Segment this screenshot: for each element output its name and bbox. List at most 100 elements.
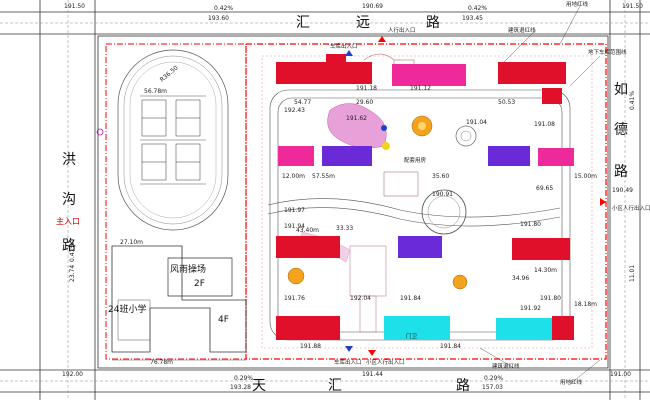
svg-text:0.41%: 0.41% [69,243,76,262]
svg-text:193.45: 193.45 [462,15,483,22]
svg-text:191.84: 191.84 [400,295,421,302]
building-purple [488,146,530,166]
building-red [276,316,340,340]
svg-text:191.94: 191.94 [284,223,305,230]
svg-text:191.08: 191.08 [534,121,555,128]
svg-text:191.84: 191.84 [440,343,461,350]
svg-text:0.42%: 0.42% [468,5,487,12]
building-red [336,62,372,84]
svg-text:15.00m: 15.00m [574,173,597,180]
site-outer-outline [97,35,609,369]
svg-text:191.12: 191.12 [410,85,431,92]
school-width-label: 27.10m [120,239,143,246]
svg-text:191.50: 191.50 [622,3,643,10]
track-length-label: 56.78m [144,88,167,95]
building-setback-line [261,55,593,349]
svg-text:191.62: 191.62 [346,115,367,122]
north-road-char-3: 路 [426,15,440,31]
west-road-char-2: 沟 [62,192,76,208]
svg-text:18.18m: 18.18m [574,301,597,308]
svg-text:190.49: 190.49 [612,187,633,194]
building-red [512,238,570,260]
entrance-labels: 人行出入口 车库出入口 建筑退红线 用地红线 地下车库范围线 小区人行出入口 车… [330,0,650,386]
svg-text:191.92: 191.92 [520,305,541,312]
building-purple [398,236,442,258]
residential-buildings [276,54,574,340]
building-red [498,62,566,84]
west-main-entrance: 主入口 [56,216,80,226]
svg-text:57.55m: 57.55m [312,173,335,180]
svg-text:191.88: 191.88 [300,343,321,350]
west-road-char-1: 洪 [62,152,76,168]
playground-floor-label: 2F [194,279,205,289]
svg-text:191.04: 191.04 [466,119,487,126]
svg-text:191.18: 191.18 [356,85,377,92]
dimensions: 54.77 29.60 50.53 57.55m 69.65 33.33 43.… [282,99,597,308]
svg-text:50.53: 50.53 [498,99,515,106]
building-red-line-bottom: 建筑退红线 [492,362,520,370]
building-cyan [496,318,552,340]
svg-text:191.00: 191.00 [610,371,631,378]
building-pink [538,148,574,166]
central-roundabout [421,189,467,235]
east-road-char-3: 路 [614,164,628,180]
svg-text:193.60: 193.60 [208,15,229,22]
underground-garage-line: 地下车库范围线 [588,48,627,56]
ped-entrance-top: 人行出入口 [388,26,416,34]
playground-label: 风雨操场 [170,263,206,275]
building-cyan [384,316,450,340]
svg-text:191.97: 191.97 [284,207,305,214]
south-road-char-1: 天 [252,378,266,394]
small-ped-entrance-east: 小区人行出入口 [612,204,650,212]
svg-text:23.74: 23.74 [69,265,76,282]
svg-text:12.00m: 12.00m [282,173,305,180]
svg-text:69.65: 69.65 [536,185,553,192]
building-red [326,54,346,62]
svg-text:43.40m: 43.40m [296,227,319,234]
svg-text:192.00: 192.00 [62,371,83,378]
building-red [276,62,336,84]
svg-text:191.44: 191.44 [362,371,383,378]
svg-text:193.28: 193.28 [230,384,251,391]
svg-text:191.50: 191.50 [64,3,85,10]
school-area: 风雨操场 2F 24班小学 4F 27.10m 76.78m [108,239,247,366]
school-red-line [105,43,247,360]
building-red [552,316,574,340]
svg-text:11.01: 11.01 [629,265,636,282]
svg-text:35.60: 35.60 [432,173,449,180]
land-red-line-top: 用地红线 [566,0,589,8]
entrance-markers [96,36,606,356]
ped-entrance-bottom: 小区人行出入口 [366,358,405,366]
svg-text:14.30m: 14.30m [534,267,557,274]
building-pink [392,64,466,86]
south-road-char-2: 汇 [328,378,342,394]
svg-text:157.03: 157.03 [482,384,503,391]
svg-text:29.60: 29.60 [356,99,373,106]
north-road-char-2: 远 [356,15,370,31]
svg-text:191.80: 191.80 [540,295,561,302]
svg-text:33.33: 33.33 [336,225,353,232]
track-radius-label: R36.50 [159,64,180,83]
club-label: 配套用房 [404,156,427,164]
east-road-char-1: 如 [614,82,628,98]
elevation-labels: 191.50 190.69 191.50 0.42% 193.60 0.42% … [62,3,643,391]
svg-text:0.29%: 0.29% [484,375,503,382]
west-road-char-3: 路 [62,238,76,254]
svg-text:0.41%: 0.41% [629,91,636,110]
building-purple [322,146,372,166]
svg-text:191.76: 191.76 [284,295,305,302]
svg-text:0.42%: 0.42% [214,5,233,12]
building-red [276,236,340,258]
svg-text:192.43: 192.43 [284,107,305,114]
leader-lines [479,5,601,385]
svg-text:0.29%: 0.29% [234,375,253,382]
east-road-char-2: 德 [614,122,628,138]
south-road-char-3: 路 [456,378,470,394]
svg-text:191.80: 191.80 [520,221,541,228]
guard-label: 门卫 [406,332,418,340]
vehicle-entrance-top: 车库出入口 [330,42,358,50]
